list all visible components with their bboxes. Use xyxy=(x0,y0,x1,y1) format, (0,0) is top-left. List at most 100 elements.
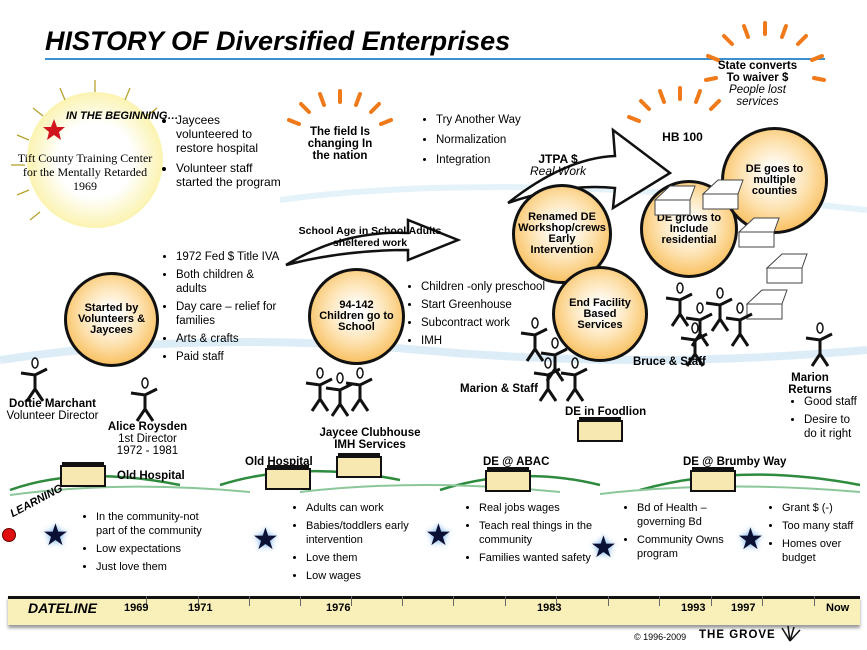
bullet: Low expectations xyxy=(96,542,211,556)
tick xyxy=(505,596,506,606)
year-label: 1993 xyxy=(681,602,706,614)
tick xyxy=(659,596,660,606)
bullet: Community Owns program xyxy=(637,533,752,561)
bullet: Subcontract work xyxy=(421,316,546,330)
bullets-1976: Children -only preschool Start Greenhous… xyxy=(407,280,546,352)
bullet: Arts & crafts xyxy=(176,332,286,346)
jtpa-label: JTPA $ Real Work xyxy=(530,153,586,177)
red-dot-icon xyxy=(2,528,16,542)
bullet: Try Another Way xyxy=(436,113,546,127)
alice-years: 1972 - 1981 xyxy=(116,445,179,457)
bullet: Low wages xyxy=(306,569,426,583)
house-icon xyxy=(653,185,696,216)
state-converts-label: State converts To waiver $ People lost s… xyxy=(715,60,800,108)
tick xyxy=(814,596,815,606)
bullet: Adults can work xyxy=(306,501,426,515)
bullet: Jaycees volunteered to restore hospital xyxy=(176,113,286,155)
org-year: 1969 xyxy=(73,179,97,193)
bullet: Start Greenhouse xyxy=(421,298,546,312)
bullet: Children -only preschool xyxy=(421,280,546,294)
star-icon: ★ xyxy=(425,519,452,552)
bullet: Families wanted safety xyxy=(479,551,594,565)
star-icon: ★ xyxy=(737,523,764,556)
tick xyxy=(146,596,147,606)
abac-label: DE @ ABAC xyxy=(483,456,550,468)
tick xyxy=(711,596,712,606)
learning-group-5: Grant $ (-) Too many staff Homes over bu… xyxy=(768,501,867,569)
building-icon xyxy=(577,417,623,442)
title-underline xyxy=(45,58,825,60)
building-icon xyxy=(485,467,531,492)
dateline-bar xyxy=(8,596,860,625)
circle-94-142: 94-142 Children go to School xyxy=(308,268,405,365)
learning-group-2: Adults can work Babies/toddlers early in… xyxy=(292,501,426,587)
house-icon xyxy=(745,289,788,320)
dateline-label: DATELINE xyxy=(28,600,97,616)
bullet: Real jobs wages xyxy=(479,501,594,515)
tick xyxy=(249,596,250,606)
burst-rays-icon xyxy=(287,89,393,126)
tick xyxy=(198,596,199,606)
hb100-label: HB 100 xyxy=(662,130,703,144)
alice-role: 1st Director xyxy=(118,433,177,445)
learning-group-1: In the community-not part of the communi… xyxy=(82,510,211,578)
year-label: 1997 xyxy=(731,602,756,614)
bullet: Volunteer staff started the program xyxy=(176,161,286,189)
bullet: Just love them xyxy=(96,560,211,574)
alice-name: Alice Roysden xyxy=(107,421,188,433)
org-name-line1: Tift County Training Center xyxy=(17,151,153,165)
circle-multiple-counties: DE goes to multiple counties xyxy=(721,127,828,234)
bullet: Both children & adults xyxy=(176,268,286,296)
marion-returns-label: Marion Returns xyxy=(788,372,832,396)
org-name-line2: for the Mentally Retarded xyxy=(22,165,148,179)
dottie-role: Volunteer Director xyxy=(6,410,99,422)
circle-end-facility: End Facility Based Services xyxy=(552,266,648,362)
sun-icon xyxy=(11,80,163,228)
bullet: Teach real things in the community xyxy=(479,519,594,547)
field-changing-label: The field Is changing In the nation xyxy=(307,126,373,162)
building-icon xyxy=(336,453,382,478)
house-icon xyxy=(737,217,780,248)
year-label: 1983 xyxy=(537,602,562,614)
bullet: IMH xyxy=(421,334,546,348)
state-converts-text: State converts To waiver $ xyxy=(717,60,798,84)
bullet: Good staff xyxy=(804,395,864,409)
alice-label: Alice Roysden 1st Director 1972 - 1981 xyxy=(100,421,195,457)
bullet: Babies/toddlers early intervention xyxy=(306,519,426,547)
tick xyxy=(402,596,403,606)
tick xyxy=(453,596,454,606)
house-icon xyxy=(701,179,744,210)
year-label: 1971 xyxy=(188,602,213,614)
school-age-label: School Age in School Adults sheltered wo… xyxy=(298,225,442,249)
tick xyxy=(300,596,301,606)
brand-name: THE GROVE xyxy=(699,629,776,641)
house-icons xyxy=(653,179,808,320)
jtpa-text: JTPA $ xyxy=(538,152,578,166)
beginning-org: Tift County Training Center for the Ment… xyxy=(10,151,160,193)
field-bullets: Try Another Way Normalization Integratio… xyxy=(422,113,546,173)
building-icon xyxy=(690,467,736,492)
star-icon: ★ xyxy=(590,531,617,564)
house-icon xyxy=(765,253,808,284)
old-hospital-label-1: Old Hospital xyxy=(117,470,185,482)
copyright: © 1996-2009 xyxy=(634,632,687,642)
burst-rays-icon xyxy=(627,86,721,123)
red-star-icon xyxy=(43,119,65,140)
star-icon: ★ xyxy=(42,519,69,552)
building-icon xyxy=(60,462,106,487)
bullet: 1972 Fed $ Title IVA xyxy=(176,250,286,264)
tick xyxy=(762,596,763,606)
dottie-name: Dottie Marchant xyxy=(9,398,96,410)
learning-group-3: Real jobs wages Teach real things in the… xyxy=(465,501,594,569)
year-label: Now xyxy=(826,602,850,614)
bullet: Bd of Health – governing Bd xyxy=(637,501,752,529)
jaycee-clubhouse-label: Jaycee Clubhouse IMH Services xyxy=(319,427,421,451)
foodlion-label: DE in Foodlion xyxy=(565,406,647,418)
burst-rays-icon xyxy=(704,21,826,82)
arrow-school-icon xyxy=(285,218,462,267)
bullet: Normalization xyxy=(436,133,546,147)
bullet: Grant $ (-) xyxy=(782,501,867,515)
brumby-label: DE @ Brumby Way xyxy=(683,456,787,468)
year-label: 1969 xyxy=(124,602,149,614)
